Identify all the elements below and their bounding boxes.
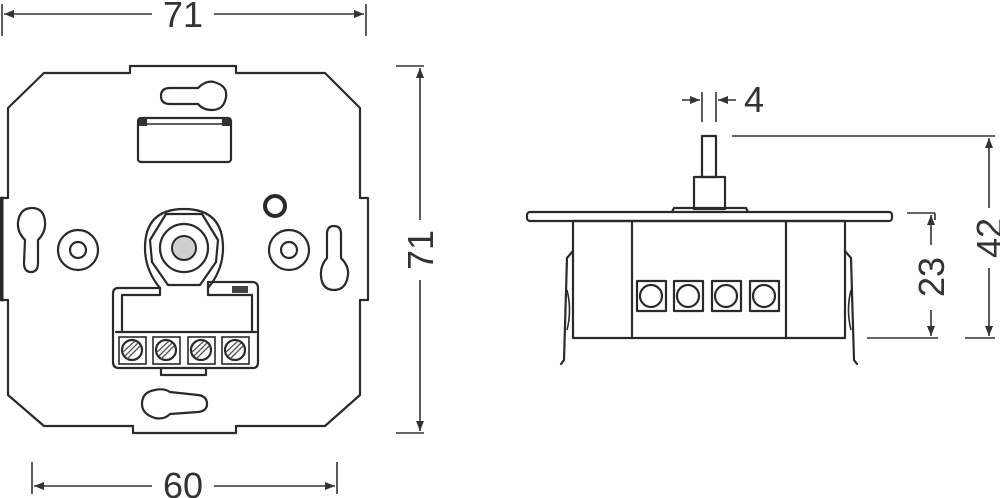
total-depth-label: 42 [969,218,1000,258]
dimension-shaft-diameter: 4 [682,79,764,122]
width-label: 71 [163,0,203,35]
right-clip [843,249,859,366]
shaft-base [670,206,750,214]
shaft-diameter-label: 4 [744,79,764,120]
rotary-knob-nut [143,207,225,290]
shaft-collar [692,175,727,211]
left-screw-hole [56,228,100,272]
screw-terminal [187,336,216,365]
screw-terminal [152,336,181,365]
shaft [700,134,718,179]
screw-terminal [221,336,250,365]
front-view [0,64,370,435]
side-body [571,219,847,340]
terminal-block [111,280,260,377]
indicator-ring [263,194,287,218]
body-depth-label: 23 [911,257,952,297]
left-clip [559,249,575,366]
front-plate-outline [0,64,370,435]
mount-width-label: 60 [163,465,203,498]
side-terminal [672,279,705,313]
dimension-width-top: 71 [1,0,367,36]
dimension-height-right: 71 [396,65,441,434]
left-keyhole-slot [16,206,47,274]
side-terminal [710,279,743,313]
top-keyhole-slot [159,80,228,112]
screw-terminal [118,336,147,365]
dimension-total-depth: 42 [732,135,1000,339]
right-screw-hole [267,228,311,272]
dimension-body-depth: 23 [867,212,952,339]
side-view [525,134,894,366]
top-window [136,116,233,164]
dimension-mount-width-bottom: 60 [31,462,338,498]
right-keyhole-slot [319,224,350,292]
height-label: 71 [400,230,441,270]
bottom-keyhole-slot [140,388,209,420]
side-terminal [635,279,668,313]
side-terminal [748,279,781,313]
mounting-plate [525,210,894,223]
